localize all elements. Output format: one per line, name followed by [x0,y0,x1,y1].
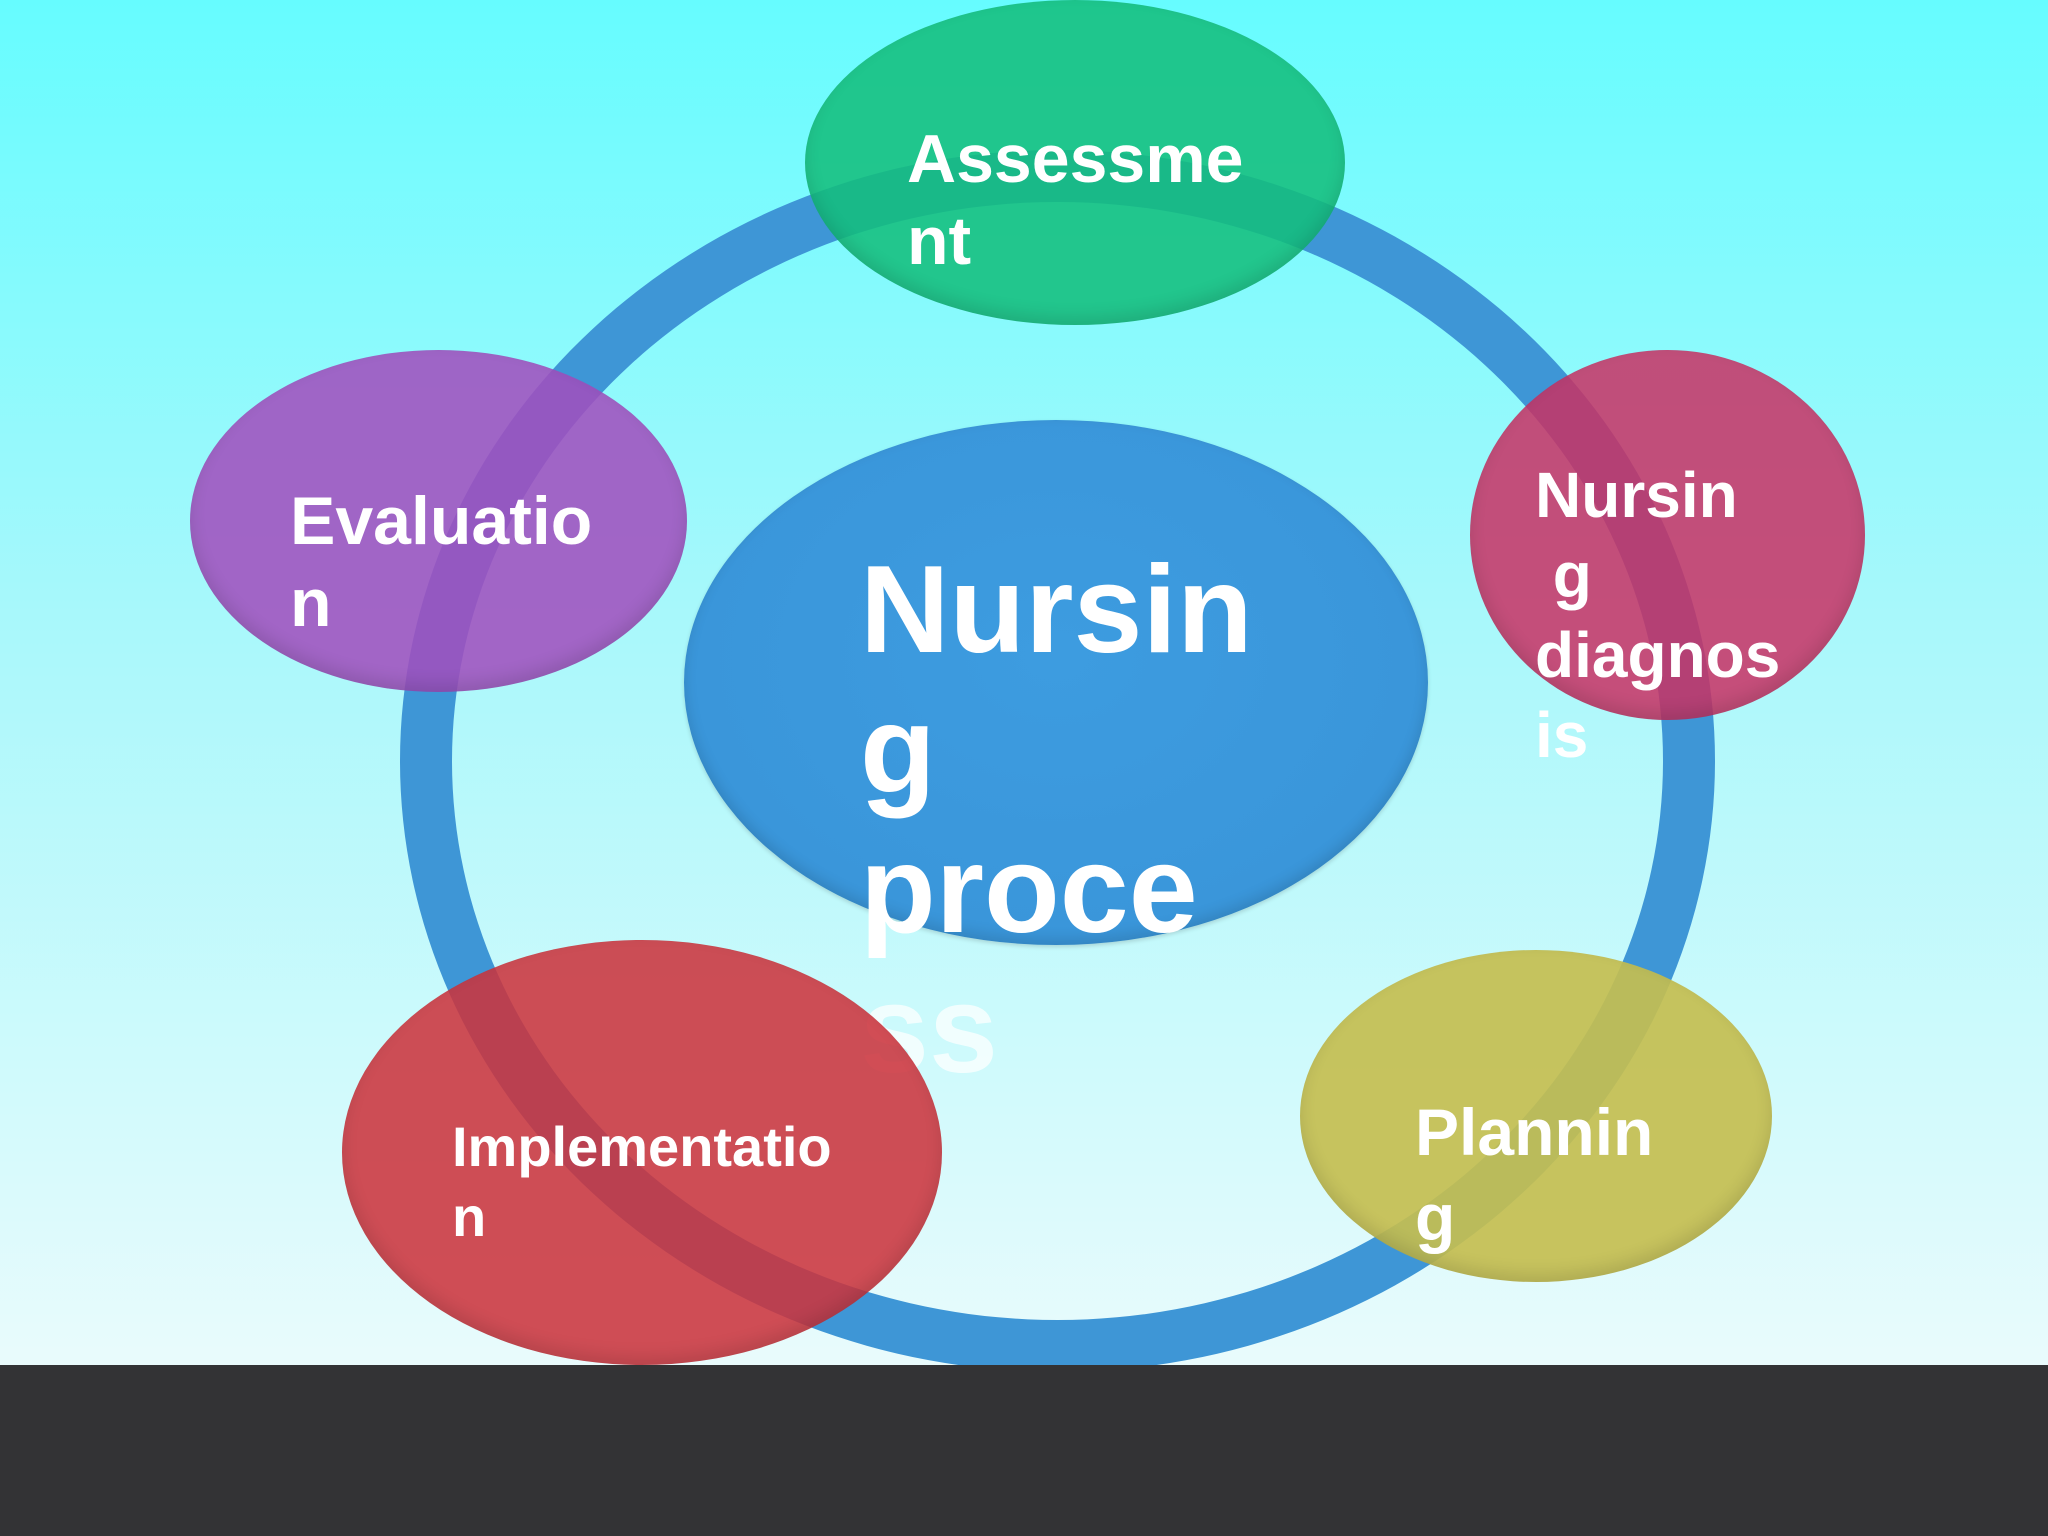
slide: Nursin g proce ss Assessme nt Nursin g d… [0,0,2048,1365]
node-evaluation [190,350,687,692]
node-planning [1300,950,1772,1282]
node-implementation [342,940,942,1365]
center-label: Nursin g proce ss [860,541,1253,1099]
center-node [684,420,1428,945]
nursing-diagnosis-label: Nursin g diagnos is [1535,459,1781,771]
node-assessment [805,0,1345,325]
bottom-bar [0,1365,2048,1536]
node-nursing-diagnosis [1470,350,1865,720]
assessment-label: Assessme nt [907,121,1244,279]
evaluation-label: Evaluatio n [290,483,593,641]
planning-label: Plannin g [1415,1095,1654,1254]
implementation-label: Implementatio n [452,1115,832,1248]
